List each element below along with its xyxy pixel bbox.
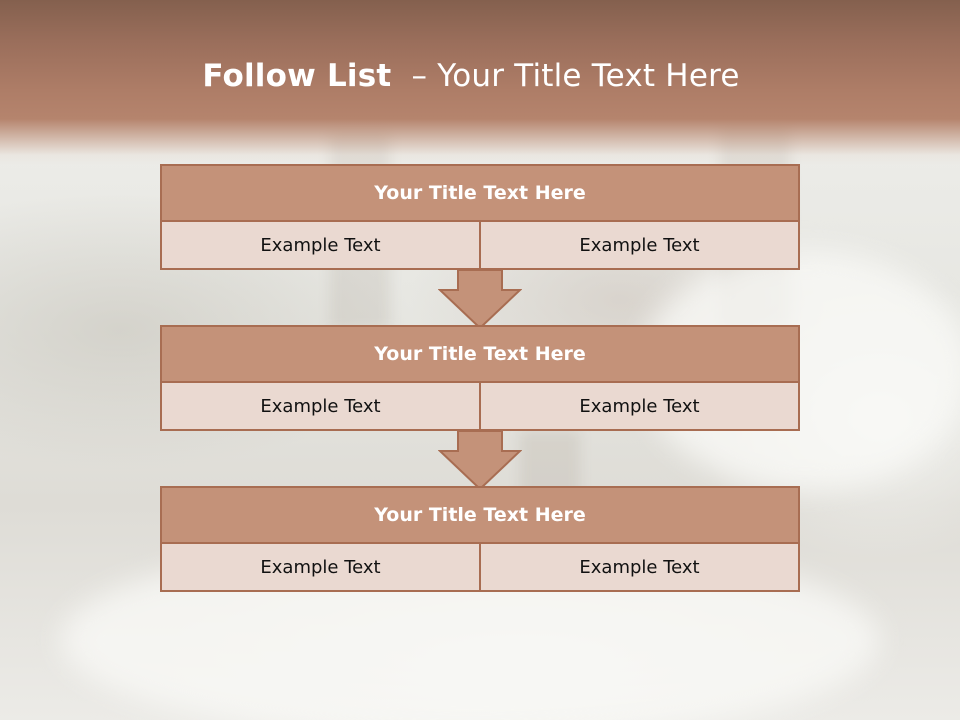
slide-title: Follow List – Your Title Text Here <box>0 54 942 98</box>
block-cell-right: Example Text <box>479 383 798 429</box>
title-rest: – Your Title Text Here <box>411 58 740 94</box>
block-cell-left: Example Text <box>260 556 381 578</box>
down-arrow-icon <box>438 431 522 491</box>
list-block-1: Your Title Text Here Example Text Exampl… <box>160 164 800 270</box>
block-cell-right: Example Text <box>479 544 798 590</box>
down-arrow-icon <box>438 270 522 330</box>
block-row: Example Text Example Text <box>162 222 798 268</box>
block-cell-right: Example Text <box>479 222 798 268</box>
block-cell-left: Example Text <box>260 395 381 417</box>
block-cell-left: Example Text <box>260 234 381 256</box>
list-block-2: Your Title Text Here Example Text Exampl… <box>160 325 800 431</box>
block-title: Your Title Text Here <box>162 327 798 383</box>
block-row: Example Text Example Text <box>162 544 798 590</box>
block-title: Your Title Text Here <box>162 166 798 222</box>
list-block-3: Your Title Text Here Example Text Exampl… <box>160 486 800 592</box>
header-band <box>0 0 960 165</box>
block-row: Example Text Example Text <box>162 383 798 429</box>
title-strong: Follow List <box>202 58 392 94</box>
block-title: Your Title Text Here <box>162 488 798 544</box>
